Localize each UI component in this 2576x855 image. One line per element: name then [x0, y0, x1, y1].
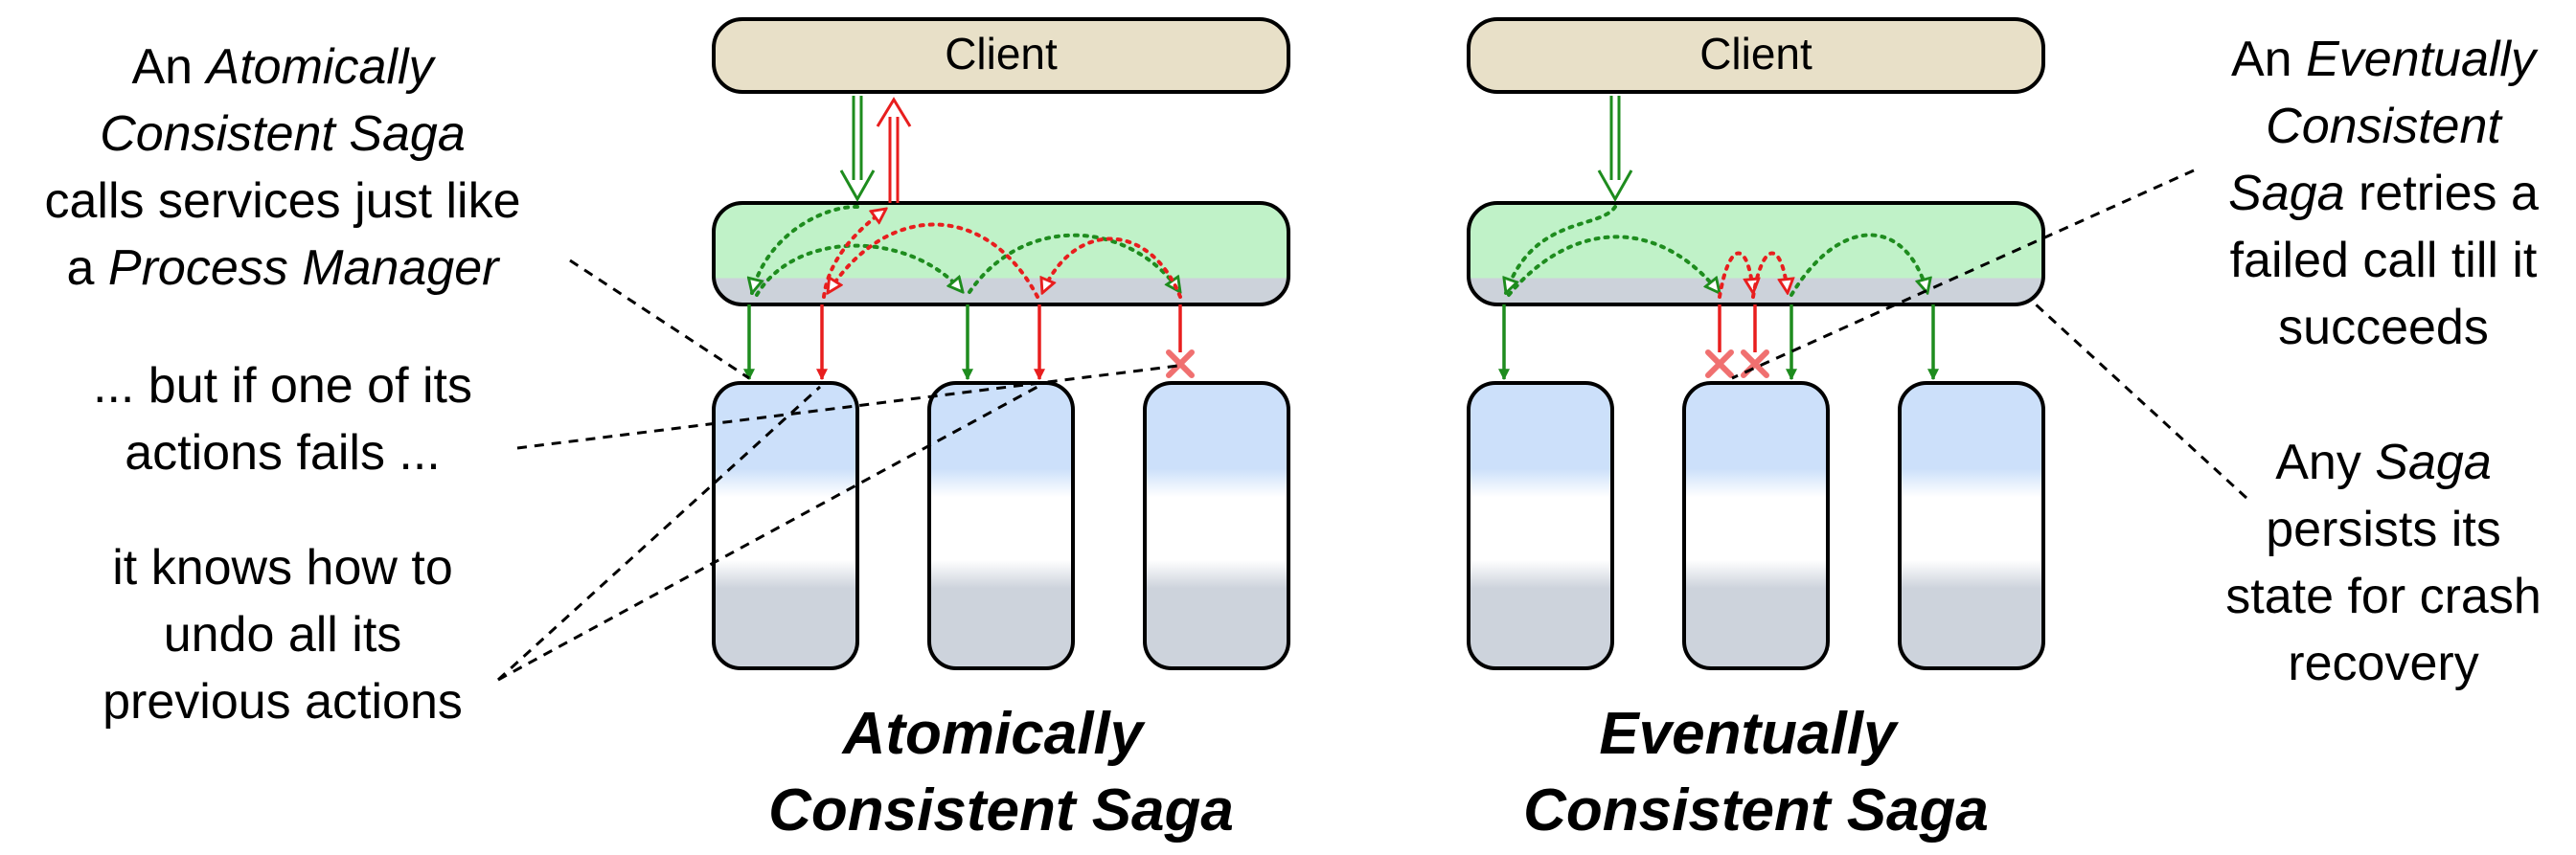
eventual-failure-mark-icon — [1705, 349, 1769, 378]
note-line: previous actions — [103, 674, 463, 730]
note-line: recovery — [2288, 636, 2478, 691]
note-line: ... but if one of its — [93, 358, 472, 414]
note-line: persists its — [2266, 502, 2501, 557]
note-line: Consistent — [2266, 99, 2503, 154]
atomic-failure-mark-icon — [1166, 349, 1195, 378]
note-line: undo all its — [164, 607, 402, 663]
note-line: state for crash — [2225, 569, 2541, 624]
note-line: failed call till it — [2230, 233, 2538, 288]
atomic-saga-group: Client — [712, 17, 1290, 844]
atomic-compensation-flow — [822, 207, 1182, 299]
atomic-title: Atomically Consistent Saga — [768, 701, 1234, 844]
eventual-client-box — [1467, 17, 2045, 94]
note-line: succeeds — [2278, 300, 2489, 355]
note-line: Any Saga — [2275, 435, 2492, 490]
note-line: Saga retries a — [2228, 166, 2539, 221]
note-line: Consistent Saga — [100, 106, 466, 162]
eventual-callout-lines — [1731, 169, 2248, 500]
note-line: An Atomically — [131, 39, 436, 95]
eventual-persist-note: Any Saga persists its state for crash recov… — [2225, 435, 2541, 691]
eventual-forward-flow — [1506, 205, 1927, 297]
atomic-client-box — [712, 17, 1290, 94]
eventual-service-2 — [1682, 381, 1830, 670]
eventual-saga-group: Client — [1467, 17, 2045, 844]
note-line: An Eventually — [2231, 32, 2539, 87]
eventual-request-arrow — [1597, 96, 1633, 203]
atomic-service-3 — [1143, 381, 1290, 670]
eventual-client-label: Client — [1699, 29, 1812, 79]
note-line: calls services just like — [44, 173, 520, 229]
eventual-service-3 — [1898, 381, 2045, 670]
atomic-callout-lines — [496, 259, 1179, 682]
atomic-response-arrow — [876, 97, 912, 203]
eventual-service-1 — [1467, 381, 1614, 670]
atomic-service-1 — [712, 381, 859, 670]
atomic-undo-note: it knows how to undo all its previous acti… — [103, 540, 463, 730]
note-line: it knows how to — [112, 540, 453, 596]
atomic-service-calls — [743, 304, 1182, 381]
atomic-request-arrow — [839, 96, 876, 203]
atomic-service-2 — [927, 381, 1075, 670]
eventual-service-calls — [1498, 304, 1939, 381]
atomic-fail-note: ... but if one of its actions fails ... — [93, 358, 472, 481]
eventual-title: Eventually Consistent Saga — [1523, 701, 1989, 844]
atomic-saga-box — [712, 201, 1290, 306]
note-line: a Process Manager — [67, 240, 502, 296]
atomic-client-label: Client — [945, 29, 1058, 79]
note-line: actions fails ... — [125, 425, 440, 481]
eventual-retry-flow — [1718, 251, 1788, 299]
atomic-forward-flow — [752, 204, 1182, 297]
